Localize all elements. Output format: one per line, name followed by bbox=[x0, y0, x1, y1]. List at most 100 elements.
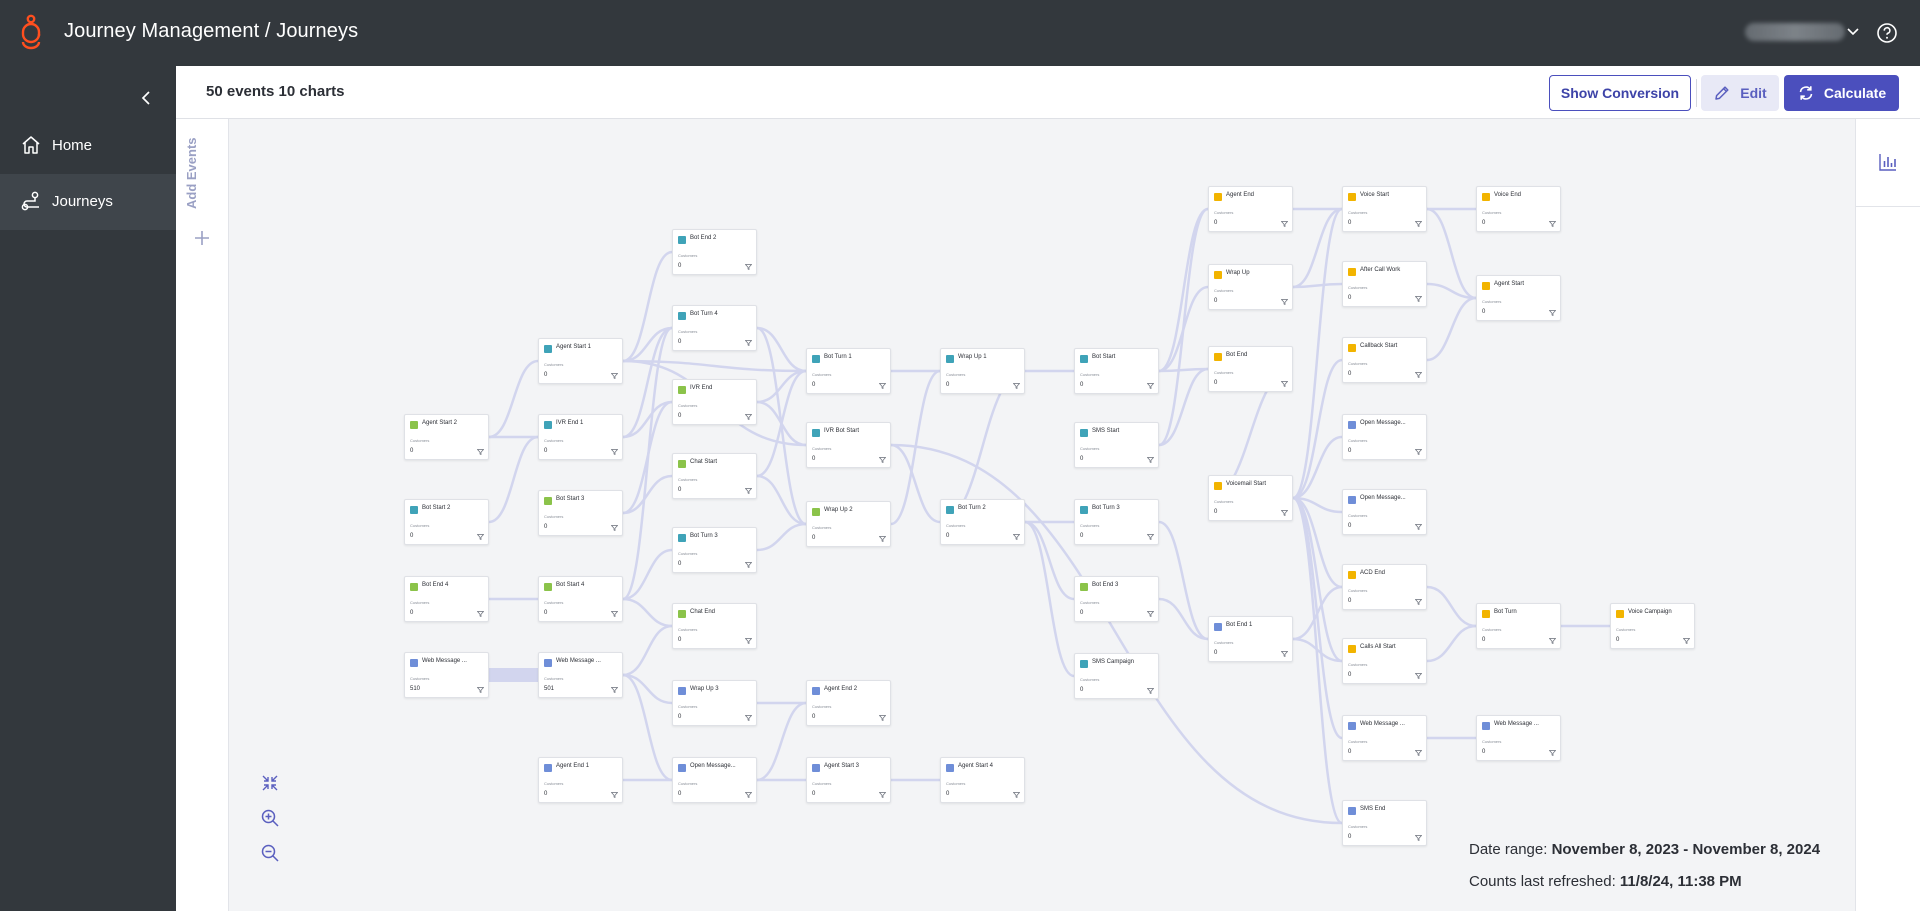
event-node[interactable]: Callback Start Customers 0 bbox=[1342, 337, 1427, 383]
filter-icon[interactable] bbox=[745, 715, 752, 721]
filter-icon[interactable] bbox=[745, 792, 752, 798]
event-node[interactable]: IVR Bot Start Customers 0 bbox=[806, 422, 891, 468]
filter-icon[interactable] bbox=[1147, 457, 1154, 463]
filter-icon[interactable] bbox=[1415, 372, 1422, 378]
filter-icon[interactable] bbox=[1013, 534, 1020, 540]
filter-icon[interactable] bbox=[477, 534, 484, 540]
event-node[interactable]: Web Message ... Customers 510 bbox=[404, 652, 489, 698]
help-icon[interactable] bbox=[1876, 22, 1898, 44]
filter-icon[interactable] bbox=[1415, 599, 1422, 605]
filter-icon[interactable] bbox=[745, 488, 752, 494]
event-node[interactable]: Voicemail Start Customers 0 bbox=[1208, 475, 1293, 521]
event-node[interactable]: Voice Campaign Customers 0 bbox=[1610, 603, 1695, 649]
filter-icon[interactable] bbox=[1013, 792, 1020, 798]
zoom-out-icon[interactable] bbox=[260, 843, 280, 863]
event-node[interactable]: Wrap Up 2 Customers 0 bbox=[806, 501, 891, 547]
event-node[interactable]: Calls All Start Customers 0 bbox=[1342, 638, 1427, 684]
event-node[interactable]: Open Message... Customers 0 bbox=[1342, 489, 1427, 535]
fit-view-icon[interactable] bbox=[260, 773, 280, 793]
event-node[interactable]: Agent End 1 Customers 0 bbox=[538, 757, 623, 803]
event-node[interactable]: Bot Turn 4 Customers 0 bbox=[672, 305, 757, 351]
show-conversion-button[interactable]: Show Conversion bbox=[1549, 75, 1691, 111]
event-node[interactable]: Wrap Up 1 Customers 0 bbox=[940, 348, 1025, 394]
edit-button[interactable]: Edit bbox=[1701, 75, 1779, 111]
add-events-label[interactable]: Add Events bbox=[184, 137, 199, 209]
calculate-button[interactable]: Calculate bbox=[1784, 75, 1899, 111]
event-node[interactable]: Web Message ... Customers 0 bbox=[1476, 715, 1561, 761]
filter-icon[interactable] bbox=[1415, 296, 1422, 302]
event-node[interactable]: Agent Start 4 Customers 0 bbox=[940, 757, 1025, 803]
event-node[interactable]: SMS Campaign Customers 0 bbox=[1074, 653, 1159, 699]
filter-icon[interactable] bbox=[1549, 310, 1556, 316]
user-menu[interactable] bbox=[1745, 23, 1845, 41]
event-node[interactable]: Agent End 2 Customers 0 bbox=[806, 680, 891, 726]
event-node[interactable]: Chat End Customers 0 bbox=[672, 603, 757, 649]
filter-icon[interactable] bbox=[611, 611, 618, 617]
event-node[interactable]: Web Message ... Customers 501 bbox=[538, 652, 623, 698]
event-node[interactable]: Bot End Customers 0 bbox=[1208, 346, 1293, 392]
zoom-in-icon[interactable] bbox=[260, 808, 280, 828]
filter-icon[interactable] bbox=[1281, 510, 1288, 516]
event-node[interactable]: Chat Start Customers 0 bbox=[672, 453, 757, 499]
event-node[interactable]: Voice End Customers 0 bbox=[1476, 186, 1561, 232]
filter-icon[interactable] bbox=[1013, 383, 1020, 389]
chevron-left-icon[interactable] bbox=[136, 86, 156, 110]
event-node[interactable]: Bot End 1 Customers 0 bbox=[1208, 616, 1293, 662]
event-node[interactable]: IVR End Customers 0 bbox=[672, 379, 757, 425]
filter-icon[interactable] bbox=[1415, 524, 1422, 530]
filter-icon[interactable] bbox=[745, 414, 752, 420]
filter-icon[interactable] bbox=[879, 536, 886, 542]
filter-icon[interactable] bbox=[879, 715, 886, 721]
event-node[interactable]: After Call Work Customers 0 bbox=[1342, 261, 1427, 307]
charts-toggle[interactable] bbox=[1856, 119, 1920, 207]
filter-icon[interactable] bbox=[879, 792, 886, 798]
event-node[interactable]: Bot Turn Customers 0 bbox=[1476, 603, 1561, 649]
event-node[interactable]: Bot Start 3 Customers 0 bbox=[538, 490, 623, 536]
filter-icon[interactable] bbox=[1415, 449, 1422, 455]
sidebar-item-home[interactable]: Home bbox=[0, 118, 176, 174]
event-node[interactable]: Bot Turn 3 Customers 0 bbox=[1074, 499, 1159, 545]
event-node[interactable]: IVR End 1 Customers 0 bbox=[538, 414, 623, 460]
filter-icon[interactable] bbox=[1549, 221, 1556, 227]
event-node[interactable]: Bot Turn 2 Customers 0 bbox=[940, 499, 1025, 545]
filter-icon[interactable] bbox=[745, 340, 752, 346]
event-node[interactable]: Voice Start Customers 0 bbox=[1342, 186, 1427, 232]
filter-icon[interactable] bbox=[611, 687, 618, 693]
event-node[interactable]: Bot End 2 Customers 0 bbox=[672, 229, 757, 275]
filter-icon[interactable] bbox=[1147, 534, 1154, 540]
filter-icon[interactable] bbox=[477, 449, 484, 455]
journey-canvas[interactable]: Agent Start 2 Customers 0 Bot Start 2 Cu… bbox=[229, 119, 1855, 911]
filter-icon[interactable] bbox=[1281, 381, 1288, 387]
sidebar-item-journeys[interactable]: Journeys bbox=[0, 174, 176, 230]
event-node[interactable]: Bot End 4 Customers 0 bbox=[404, 576, 489, 622]
filter-icon[interactable] bbox=[611, 373, 618, 379]
filter-icon[interactable] bbox=[1549, 638, 1556, 644]
filter-icon[interactable] bbox=[1683, 638, 1690, 644]
filter-icon[interactable] bbox=[1415, 673, 1422, 679]
event-node[interactable]: SMS End Customers 0 bbox=[1342, 800, 1427, 846]
filter-icon[interactable] bbox=[611, 792, 618, 798]
filter-icon[interactable] bbox=[1147, 688, 1154, 694]
filter-icon[interactable] bbox=[879, 383, 886, 389]
event-node[interactable]: Bot Start Customers 0 bbox=[1074, 348, 1159, 394]
event-node[interactable]: ACD End Customers 0 bbox=[1342, 564, 1427, 610]
event-node[interactable]: Agent Start 2 Customers 0 bbox=[404, 414, 489, 460]
filter-icon[interactable] bbox=[1415, 835, 1422, 841]
event-node[interactable]: Agent Start 1 Customers 0 bbox=[538, 338, 623, 384]
filter-icon[interactable] bbox=[745, 638, 752, 644]
filter-icon[interactable] bbox=[611, 525, 618, 531]
event-node[interactable]: Wrap Up Customers 0 bbox=[1208, 264, 1293, 310]
event-node[interactable]: Open Message... Customers 0 bbox=[672, 757, 757, 803]
event-node[interactable]: Bot Turn 3 Customers 0 bbox=[672, 527, 757, 573]
filter-icon[interactable] bbox=[1147, 383, 1154, 389]
event-node[interactable]: Agent Start 3 Customers 0 bbox=[806, 757, 891, 803]
plus-icon[interactable] bbox=[191, 227, 213, 249]
filter-icon[interactable] bbox=[1281, 651, 1288, 657]
event-node[interactable]: Bot Start 4 Customers 0 bbox=[538, 576, 623, 622]
event-node[interactable]: Bot Start 2 Customers 0 bbox=[404, 499, 489, 545]
filter-icon[interactable] bbox=[611, 449, 618, 455]
event-node[interactable]: Open Message... Customers 0 bbox=[1342, 414, 1427, 460]
filter-icon[interactable] bbox=[1147, 611, 1154, 617]
filter-icon[interactable] bbox=[1281, 299, 1288, 305]
filter-icon[interactable] bbox=[1415, 750, 1422, 756]
